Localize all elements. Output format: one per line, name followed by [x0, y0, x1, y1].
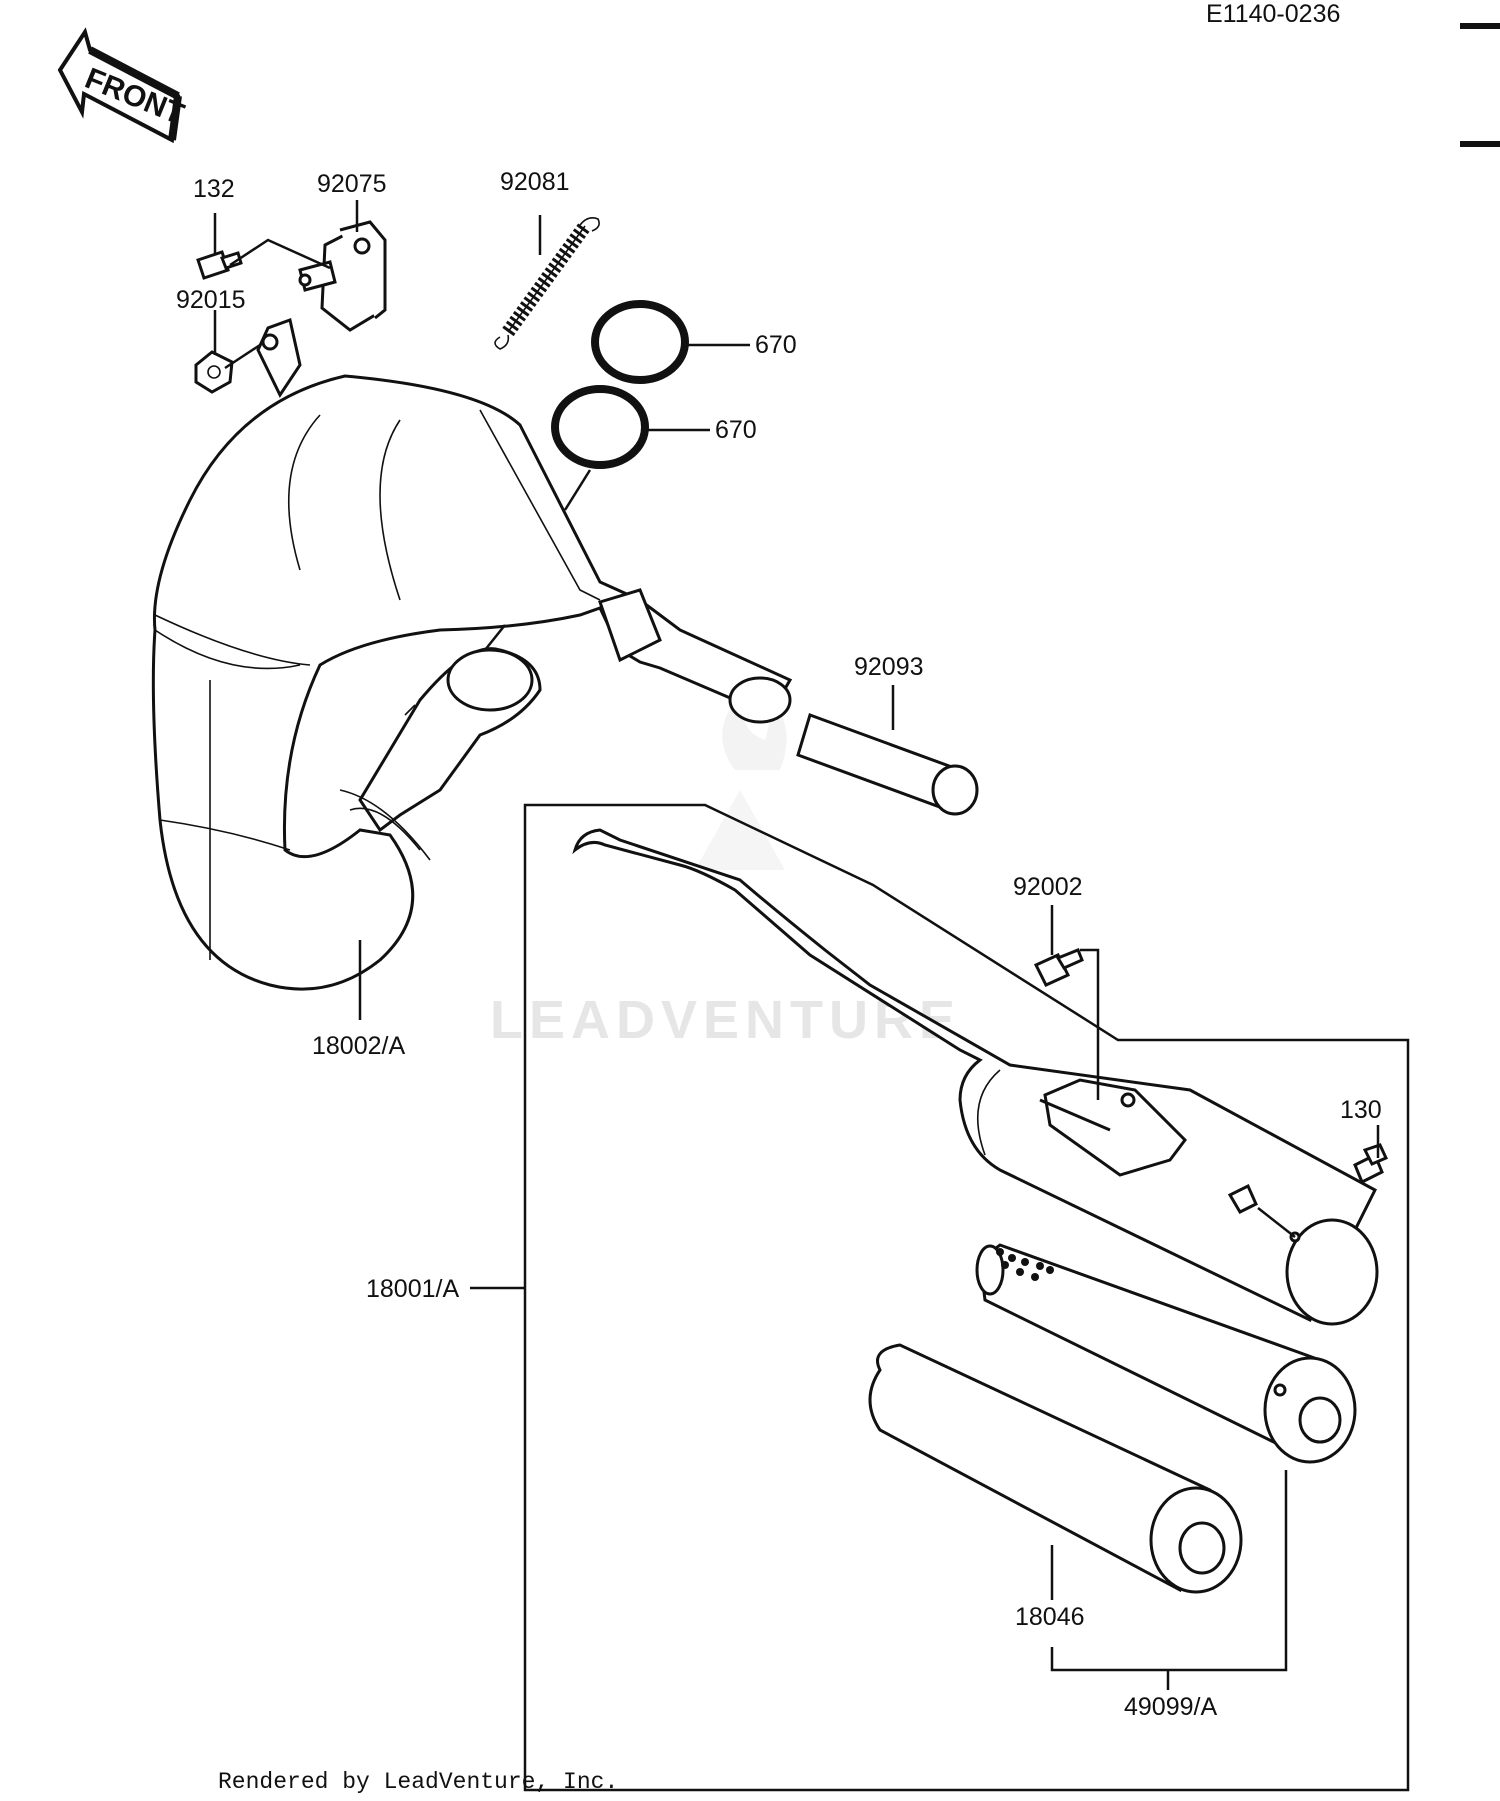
callout-92075: 92075: [317, 170, 387, 198]
callout-132: 132: [193, 175, 235, 203]
footer-credit: Rendered by LeadVenture, Inc.: [218, 1769, 618, 1795]
callout-18001: 18001/A: [366, 1275, 459, 1303]
perforated-core: [975, 1243, 1357, 1464]
connector-tube-92093: [796, 713, 979, 816]
callout-130: 130: [1340, 1096, 1382, 1124]
callout-18046: 18046: [1015, 1603, 1085, 1631]
callout-49099: 49099/A: [1124, 1693, 1217, 1721]
watermark-text: LEADVENTURE: [490, 990, 961, 1050]
figure-code: E1140-0236: [1206, 0, 1340, 28]
callout-670-upper: 670: [755, 331, 797, 359]
nut-92015: [194, 350, 234, 394]
bolt-132: [196, 250, 243, 280]
packing-18046: [868, 1343, 1243, 1594]
o-ring-670-upper: [591, 300, 689, 384]
bolt-130: [1353, 1143, 1389, 1185]
callout-92093: 92093: [854, 653, 924, 681]
spring-92081: [494, 217, 600, 350]
o-ring-670-lower: [551, 385, 649, 469]
mount-bracket: [298, 220, 387, 332]
silencer-18001: [572, 828, 1379, 1326]
silencer-assembly-frame: [523, 803, 1410, 1792]
callout-670-lower: 670: [715, 416, 757, 444]
callout-92081: 92081: [500, 168, 570, 196]
expansion-chamber: [151, 318, 793, 991]
bolt-92002: [1033, 948, 1084, 987]
callout-18002: 18002/A: [312, 1032, 405, 1060]
callout-92002: 92002: [1013, 873, 1083, 901]
callout-92015: 92015: [176, 286, 246, 314]
leader-lines: [213, 200, 1380, 1690]
front-arrow-icon: FRONT: [57, 27, 189, 144]
